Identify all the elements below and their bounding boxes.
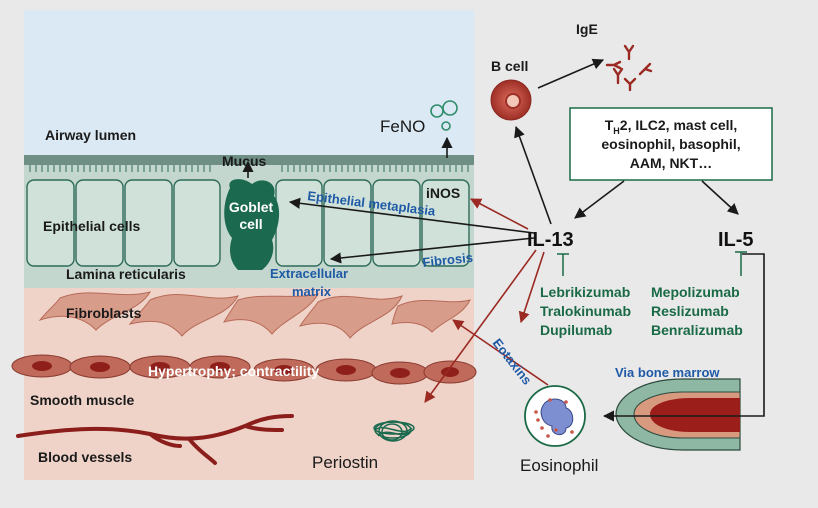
arrow-source-il5 bbox=[701, 180, 739, 215]
source-cells-line3: AAM, NKT… bbox=[630, 155, 712, 171]
arrow-il13-bcell bbox=[514, 125, 552, 225]
arrow-il13-tissue bbox=[518, 251, 545, 324]
arrow-il13-goblet bbox=[288, 197, 535, 234]
eosinophil-label: Eosinophil bbox=[520, 456, 598, 475]
via-bone-marrow-label: Via bone marrow bbox=[615, 365, 720, 380]
periostin-label: Periostin bbox=[312, 453, 378, 472]
goblet-label-line1: Goblet bbox=[229, 199, 274, 215]
lamina-reticularis-label: Lamina reticularis bbox=[66, 266, 186, 282]
mucus-layer bbox=[24, 155, 474, 165]
tissue-panel bbox=[11, 10, 477, 480]
inos-label: iNOS bbox=[426, 185, 460, 201]
goblet-label-line2: cell bbox=[239, 216, 262, 232]
bone-marrow bbox=[615, 378, 741, 451]
b-cell-nucleus bbox=[505, 93, 521, 109]
ige-label: IgE bbox=[576, 21, 598, 37]
red-arrows bbox=[424, 198, 549, 403]
il13-drug-1: Lebrikizumab bbox=[540, 284, 630, 300]
epithelial-cell-row bbox=[26, 179, 470, 267]
il5-drug-1: Mepolizumab bbox=[651, 284, 740, 300]
inhibitor-bars bbox=[557, 251, 747, 276]
cilia bbox=[29, 165, 469, 172]
arrow-source-il13 bbox=[574, 180, 625, 219]
feno-label: FeNO bbox=[380, 117, 425, 136]
il13-drug-3: Dupilumab bbox=[540, 322, 612, 338]
goblet-cell bbox=[224, 179, 280, 270]
arrow-eotaxins bbox=[452, 319, 549, 386]
smooth-muscle-label: Smooth muscle bbox=[30, 392, 134, 408]
source-cells-box bbox=[569, 107, 773, 181]
extracellular-label-line1: Extracellular bbox=[270, 266, 348, 281]
airway-lumen-region bbox=[24, 10, 474, 157]
source-cells-line2: eosinophil, basophil, bbox=[601, 136, 740, 152]
feno-bubbles bbox=[430, 100, 458, 131]
smooth-muscle-cells bbox=[11, 354, 477, 385]
arrow-il13-periostin bbox=[424, 249, 537, 403]
blood-vessels-label: Blood vessels bbox=[38, 449, 132, 465]
il5-drug-2: Reslizumab bbox=[651, 303, 729, 319]
periostin-fibrils bbox=[373, 420, 415, 442]
arrow-il5-eosinophil bbox=[602, 253, 765, 422]
epithelial-cells-label: Epithelial cells bbox=[43, 218, 140, 234]
eosinophil-cell bbox=[524, 385, 586, 447]
source-cells-line1: TH2, ILC2, mast cell, bbox=[605, 117, 738, 136]
black-arrows bbox=[242, 58, 765, 422]
b-cell-label: B cell bbox=[491, 58, 528, 74]
il5-label: IL-5 bbox=[718, 229, 754, 251]
fibroblasts bbox=[38, 291, 471, 339]
hypertrophy-label: Hypertrophy; contractility bbox=[148, 363, 319, 379]
extracellular-label-line2: matrix bbox=[292, 284, 332, 299]
mucus-label: Mucus bbox=[222, 153, 267, 169]
ige-antibodies bbox=[605, 44, 653, 92]
fibroblasts-label: Fibroblasts bbox=[66, 305, 142, 321]
blood-vessel bbox=[16, 414, 294, 465]
airway-lumen-label: Airway lumen bbox=[45, 127, 136, 143]
il13-label: IL-13 bbox=[527, 229, 574, 251]
arrow-il13-ecm bbox=[329, 237, 535, 264]
arrow-il13-inos bbox=[470, 198, 529, 230]
arrow-bcell-ige bbox=[537, 58, 605, 89]
fibrosis-label: Fibrosis bbox=[422, 250, 474, 270]
il5-drug-3: Benralizumab bbox=[651, 322, 743, 338]
il13-drug-2: Tralokinumab bbox=[540, 303, 631, 319]
